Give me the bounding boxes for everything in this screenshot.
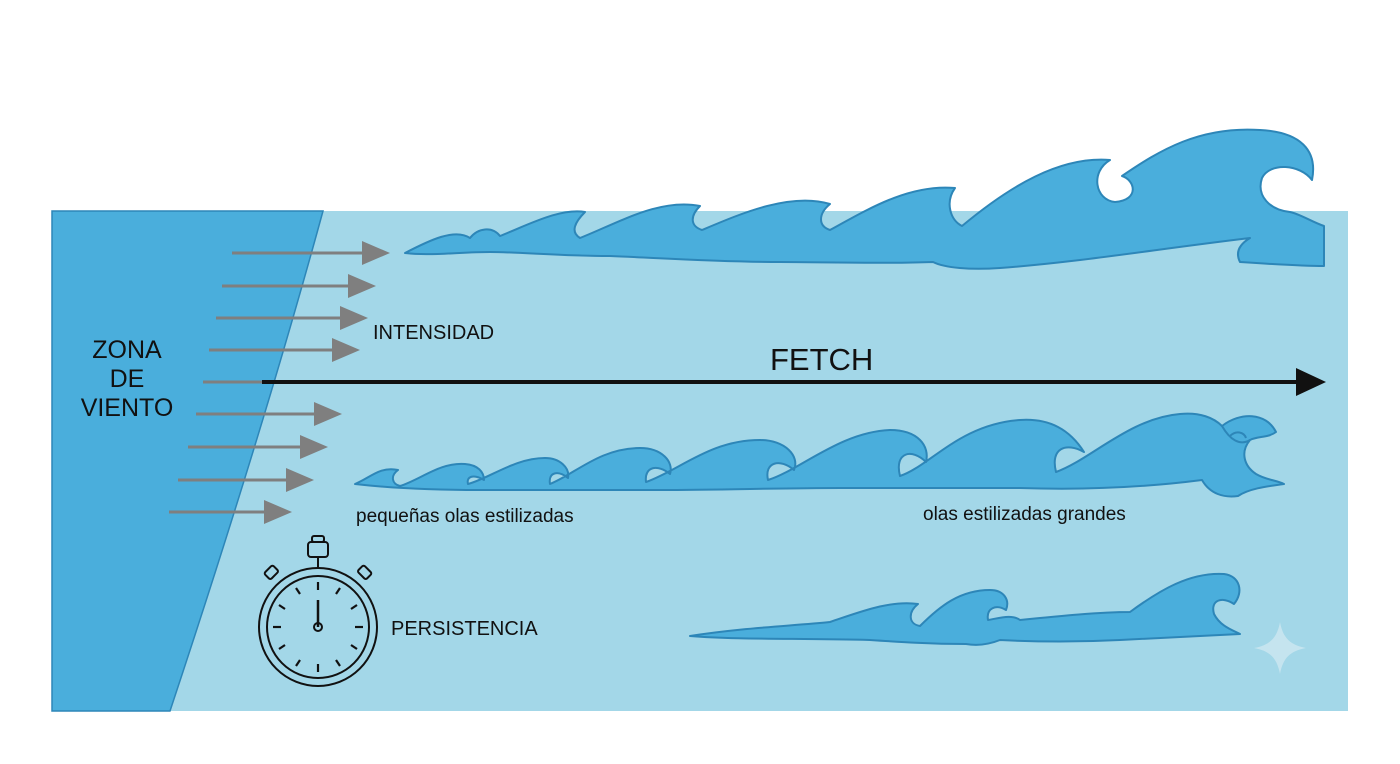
wind-arrow: [178, 468, 314, 492]
wind-arrow: [216, 306, 368, 330]
bottom-wave-band: [689, 572, 1241, 646]
wind-arrow: [188, 435, 328, 459]
wind-arrow: [169, 500, 292, 524]
wind-zone-label-line: VIENTO: [80, 394, 174, 422]
wind-zone-label-line: DE: [109, 365, 145, 393]
fetch-label: FETCH: [770, 342, 874, 377]
wind-arrows: [169, 241, 390, 524]
persistence-label: PERSISTENCIA: [391, 618, 538, 640]
wind-zone-label: ZONA DE VIENTO: [62, 336, 192, 423]
wind-arrow: [196, 402, 342, 426]
wind-arrow: [209, 338, 360, 362]
fetch-arrow: [262, 368, 1326, 396]
wind-arrow: [232, 241, 390, 265]
wind-zone: [51, 210, 324, 712]
top-wave-band: [404, 128, 1325, 270]
wind-zone-label-line: ZONA: [92, 336, 162, 364]
middle-wave-band: [354, 412, 1285, 498]
large-waves-label: olas estilizadas grandes: [923, 504, 1126, 525]
stopwatch-icon: [258, 535, 378, 687]
sparkle-icon: [1254, 622, 1306, 674]
intensity-label: INTENSIDAD: [373, 322, 495, 344]
small-waves-label: pequeñas olas estilizadas: [356, 506, 574, 527]
wind-arrow: [222, 274, 376, 298]
